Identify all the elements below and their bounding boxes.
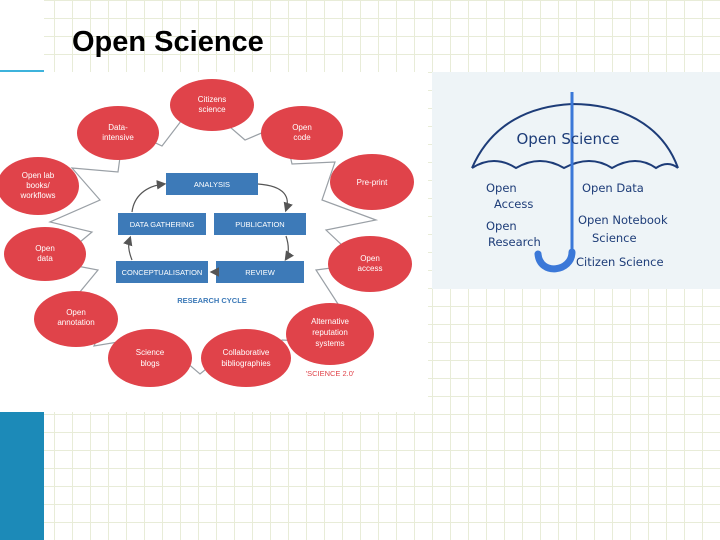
umbrella-canopy-scallops [471,160,679,170]
oval-pre-print: Pre-print [330,154,414,210]
slide-title: Open Science [72,26,264,58]
box-conceptualisation: CONCEPTUALISATION [116,261,208,283]
box-review: REVIEW [216,261,304,283]
svg-text:DATA GATHERING: DATA GATHERING [130,220,195,229]
research-cycle-label: RESEARCH CYCLE [177,296,247,305]
oval-data-intensive: Data-intensive [77,106,159,160]
svg-text:PUBLICATION: PUBLICATION [235,220,284,229]
svg-text:REVIEW: REVIEW [245,268,276,277]
umbrella-handle [534,248,576,273]
canopy-label: Open Science [517,130,620,148]
svg-text:ANALYSIS: ANALYSIS [194,180,230,189]
science-2-label: 'SCIENCE 2.0' [306,369,355,378]
box-publication: PUBLICATION [214,213,306,235]
open-data-label: Open Data [582,181,644,195]
svg-text:Data-intensive: Data-intensive [102,123,134,142]
svg-text:CONCEPTUALISATION: CONCEPTUALISATION [122,268,203,277]
box-data-gathering: DATA GATHERING [118,213,206,235]
svg-text:Pre-print: Pre-print [357,178,388,187]
cycle-arrows [123,180,294,277]
box-analysis: ANALYSIS [166,173,258,195]
citizen-science-label: Citizen Science [576,255,664,269]
